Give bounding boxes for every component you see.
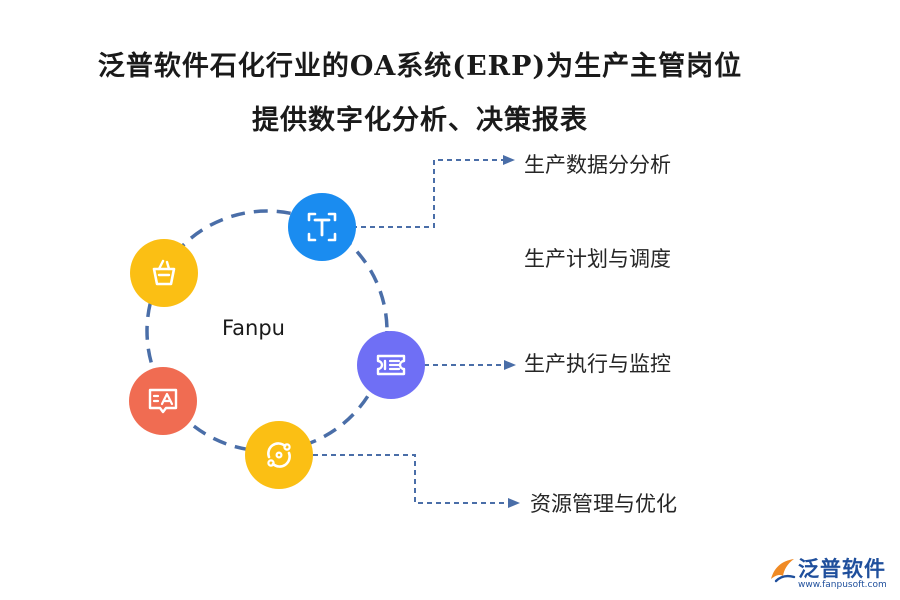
connector-4-arrowhead bbox=[508, 498, 520, 508]
diagram-title-line-1: 泛普软件石化行业的OA系统(ERP)为生产主管岗位 bbox=[97, 51, 743, 82]
node-basket bbox=[130, 239, 198, 307]
node-translate bbox=[129, 367, 197, 435]
brand-logo: 泛普软件 www.fanpusoft.com bbox=[768, 552, 893, 597]
connector-1-arrowhead bbox=[503, 155, 515, 165]
node-text-tool bbox=[288, 193, 356, 261]
node-list-ticket bbox=[357, 331, 425, 399]
connector-4 bbox=[313, 454, 510, 504]
center-label: Fanpu bbox=[222, 316, 285, 340]
diagram-title-line-2: 提供数字化分析、决策报表 bbox=[252, 105, 588, 136]
connector-1 bbox=[352, 159, 505, 228]
node-refresh-cycle bbox=[245, 421, 313, 489]
logo-mark-icon bbox=[771, 559, 796, 583]
item-label-1: 生产数据分分析 bbox=[524, 153, 671, 177]
logo-name: 泛普软件 bbox=[798, 557, 886, 581]
item-label-4: 资源管理与优化 bbox=[530, 492, 677, 516]
text-tool-icon bbox=[307, 212, 337, 242]
item-label-3: 生产执行与监控 bbox=[524, 352, 671, 376]
translate-icon bbox=[148, 388, 178, 414]
connector-3-arrowhead bbox=[504, 360, 516, 370]
refresh-cycle-icon bbox=[267, 442, 291, 468]
logo-url: www.fanpusoft.com bbox=[798, 580, 887, 590]
list-ticket-icon bbox=[376, 354, 406, 376]
item-label-2: 生产计划与调度 bbox=[524, 247, 671, 271]
basket-icon bbox=[152, 259, 176, 286]
